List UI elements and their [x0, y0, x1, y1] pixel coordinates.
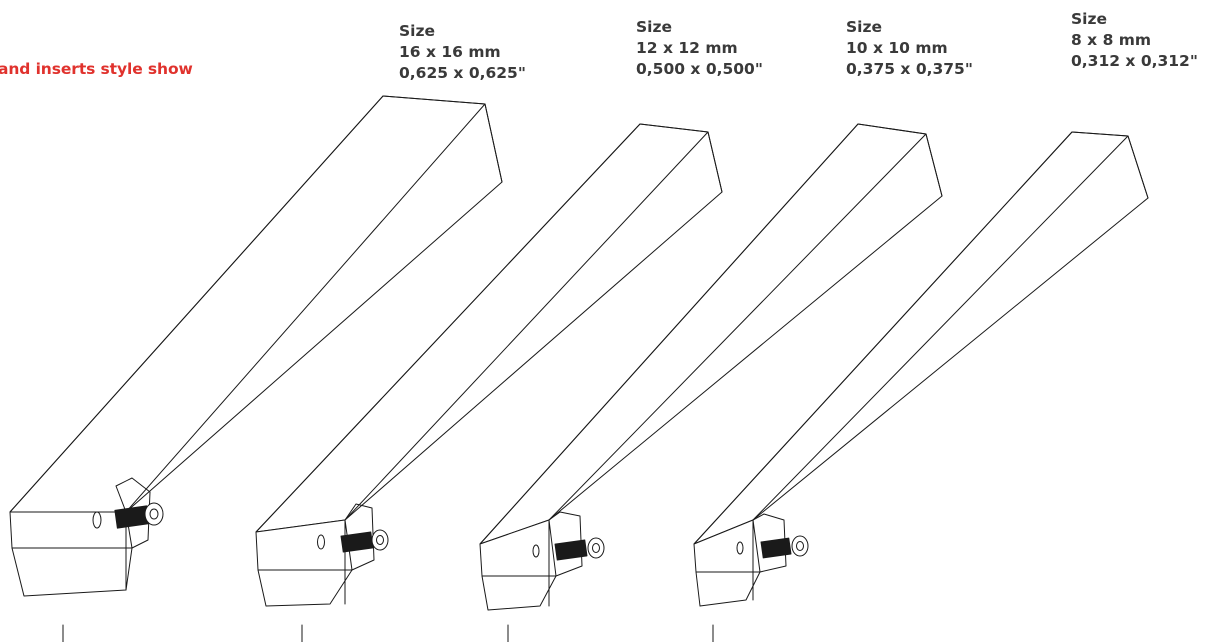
size-metric: 12 x 12 mm: [636, 39, 738, 57]
size-metric: 8 x 8 mm: [1071, 31, 1152, 49]
tool-holder-12mm: [255, 123, 723, 607]
size-metric: 16 x 16 mm: [399, 43, 501, 61]
size-label: Size: [636, 18, 673, 36]
size-metric: 10 x 10 mm: [846, 39, 948, 57]
size-label: Size: [1071, 10, 1108, 28]
size-label: Size: [846, 18, 883, 36]
size-imperial: 0,625 x 0,625": [399, 64, 526, 82]
tool-holder-16mm: [9, 95, 503, 597]
size-imperial: 0,500 x 0,500": [636, 60, 763, 78]
clamp-screw-icon: [340, 529, 389, 553]
clamp-screw-icon: [114, 502, 164, 529]
tool-holder-8mm: [693, 131, 1149, 607]
tool-holder-10mm: [479, 123, 943, 611]
section-heading: and inserts style show: [0, 60, 193, 78]
size-spec-12mm: Size 12 x 12 mm 0,500 x 0,500": [636, 17, 763, 80]
size-spec-16mm: Size 16 x 16 mm 0,625 x 0,625": [399, 21, 526, 84]
size-label: Size: [399, 22, 436, 40]
size-spec-10mm: Size 10 x 10 mm 0,375 x 0,375": [846, 17, 973, 80]
clamp-screw-icon: [760, 535, 809, 559]
size-imperial: 0,312 x 0,312": [1071, 52, 1198, 70]
clamp-screw-icon: [554, 537, 605, 561]
size-imperial: 0,375 x 0,375": [846, 60, 973, 78]
size-spec-8mm: Size 8 x 8 mm 0,312 x 0,312": [1071, 9, 1198, 72]
